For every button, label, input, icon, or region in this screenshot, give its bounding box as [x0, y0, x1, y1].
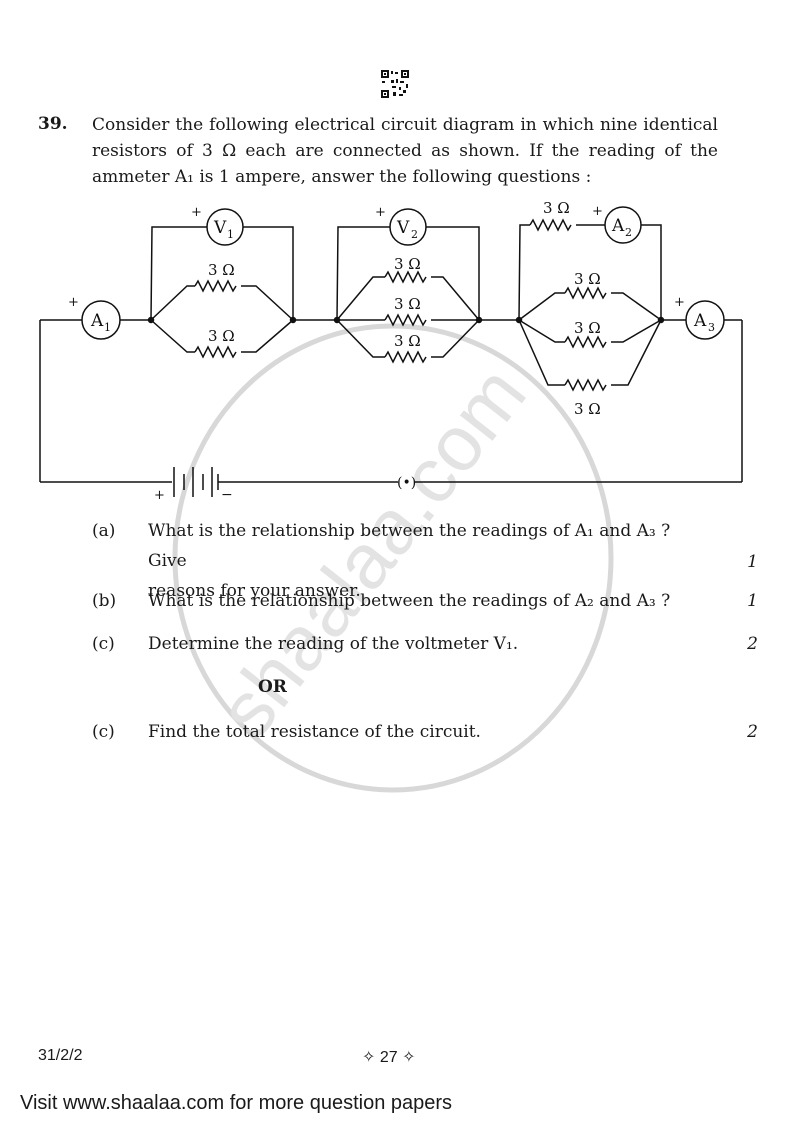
part-a-line: What is the relationship between the rea…	[148, 521, 671, 571]
part-b-marks: 1	[747, 591, 758, 611]
question-line: ammeter A₁ is 1 ampere, answer the follo…	[92, 167, 592, 187]
svg-text:+: +	[592, 204, 603, 219]
svg-text:−: −	[221, 487, 233, 503]
svg-text:3 Ω: 3 Ω	[394, 255, 421, 273]
part-c-alt-label: (c)	[92, 722, 115, 742]
svg-text:2: 2	[625, 226, 632, 239]
part-a-marks: 1	[747, 552, 758, 572]
svg-text:3 Ω: 3 Ω	[208, 327, 235, 345]
question-number: 39.	[38, 114, 68, 134]
question-line: Consider the following electrical circui…	[92, 115, 718, 135]
resistor-block-3: 3 Ω 3 Ω 3 Ω 3 Ω	[515, 199, 665, 418]
svg-text:+: +	[674, 295, 685, 310]
part-a-label: (a)	[92, 521, 116, 541]
svg-text:3 Ω: 3 Ω	[543, 199, 570, 217]
svg-text:A: A	[611, 216, 625, 236]
svg-text:A: A	[693, 311, 707, 331]
plug-key: (•)	[397, 475, 416, 491]
svg-text:+: +	[154, 488, 165, 503]
voltmeter-v1: V 1 +	[191, 205, 244, 246]
resistor-block-1: 3 Ω 3 Ω	[147, 226, 297, 358]
svg-text:+: +	[68, 295, 79, 310]
svg-text:V: V	[213, 218, 227, 238]
svg-text:3 Ω: 3 Ω	[574, 270, 601, 288]
svg-text:V: V	[396, 218, 410, 238]
part-c-alt-text: Find the total resistance of the circuit…	[148, 722, 481, 742]
ammeter-a2: A 2 +	[592, 204, 642, 244]
ammeter-a1: A 1 +	[68, 295, 121, 340]
part-b-text: What is the relationship between the rea…	[148, 591, 671, 611]
svg-text:+: +	[375, 205, 386, 220]
part-b-label: (b)	[92, 591, 117, 611]
svg-text:3 Ω: 3 Ω	[574, 319, 601, 337]
part-c-alt-marks: 2	[747, 722, 758, 742]
svg-text:1: 1	[227, 228, 234, 241]
part-c-marks: 2	[747, 634, 758, 654]
svg-text:3 Ω: 3 Ω	[394, 295, 421, 313]
svg-text:(•): (•)	[397, 475, 416, 491]
svg-text:2: 2	[411, 228, 418, 241]
circuit-diagram: A 1 + 3 Ω 3 Ω V 1 + 3	[39, 199, 743, 503]
or-label: OR	[258, 677, 287, 697]
part-a-line: reasons for your answer.	[148, 581, 361, 601]
part-c-text: Determine the reading of the voltmeter V…	[148, 634, 519, 654]
svg-text:1: 1	[104, 321, 111, 334]
ammeter-a3: A 3 +	[674, 295, 725, 340]
question-text: Consider the following electrical circui…	[92, 112, 718, 190]
qr-code	[381, 70, 409, 98]
voltmeter-v2: V 2 +	[375, 205, 427, 246]
watermark: shaalaa.com	[172, 323, 614, 793]
resistor-block-2: 3 Ω 3 Ω 3 Ω	[333, 226, 483, 363]
svg-text:3 Ω: 3 Ω	[208, 261, 235, 279]
question-line: resistors of 3 Ω each are connected as s…	[92, 141, 718, 161]
svg-text:3 Ω: 3 Ω	[574, 400, 601, 418]
paper-code: 31/2/2	[38, 1047, 83, 1064]
part-a-text: What is the relationship between the rea…	[148, 516, 708, 606]
visit-link[interactable]: Visit www.shaalaa.com for more question …	[20, 1092, 453, 1114]
battery: + −	[154, 467, 233, 503]
svg-text:A: A	[90, 311, 104, 331]
svg-text:3: 3	[708, 321, 715, 334]
svg-text:+: +	[191, 205, 202, 220]
page-number: ✧ 27 ✧	[362, 1049, 416, 1066]
part-c-label: (c)	[92, 634, 115, 654]
svg-text:3 Ω: 3 Ω	[394, 332, 421, 350]
